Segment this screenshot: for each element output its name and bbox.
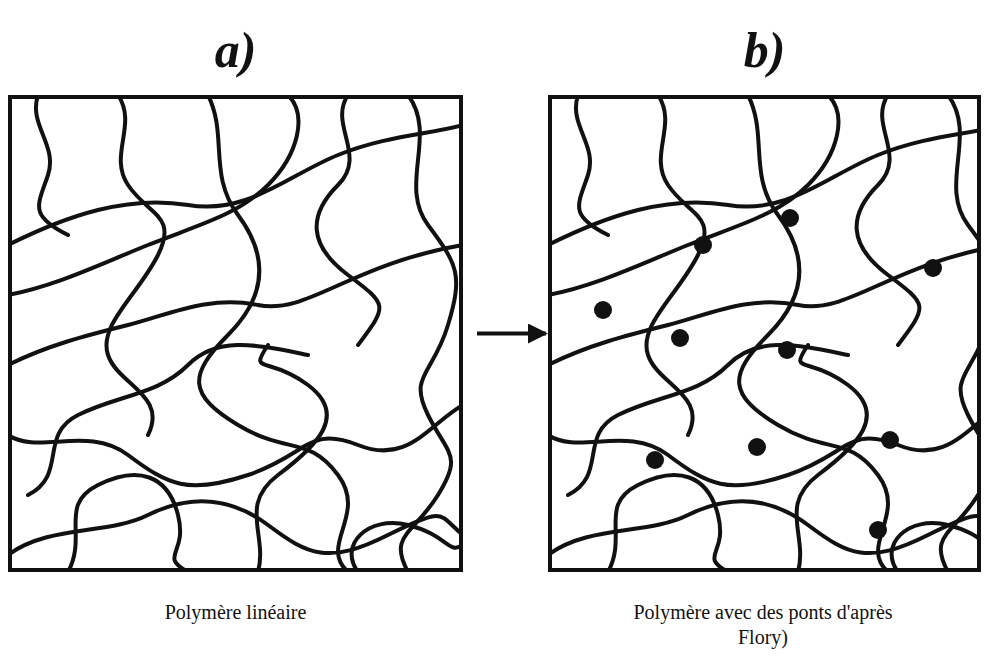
crosslinks: [594, 209, 942, 539]
drawing-part: [924, 259, 942, 277]
chain-lines: [548, 95, 981, 572]
drawing-part: [694, 236, 712, 254]
panel-frame: [548, 95, 981, 572]
panel-caption: Polymère avec des ponts d'après Flory): [628, 600, 898, 650]
panel-label: b): [744, 22, 786, 78]
panel: b) Polymère avec des ponts d'après Flory): [548, 20, 981, 650]
drawing-part: [646, 451, 664, 469]
panel-label: a): [8, 20, 463, 80]
drawing-part: [778, 341, 796, 359]
drawing-part: [781, 209, 799, 227]
panel-caption: Polymère avec des ponts d'après Flory): [633, 601, 892, 648]
linear-chains: [8, 95, 463, 572]
drawing-part: [671, 329, 689, 347]
drawing-part: [748, 438, 766, 456]
drawing-part: [869, 521, 887, 539]
drawing-part: [881, 431, 899, 449]
panel-caption: Polymère linéaire: [8, 600, 463, 625]
panel-label: a): [215, 22, 257, 78]
panel-frame: [8, 95, 463, 572]
panel: a) Polymère linéaire: [8, 20, 463, 650]
crosslinked-chains: [548, 95, 989, 572]
chain-lines: [8, 95, 463, 572]
arrow-connector: [477, 332, 546, 336]
panel-label: b): [548, 20, 981, 80]
drawing-part: [594, 301, 612, 319]
panel-caption: Polymère linéaire: [165, 601, 307, 623]
